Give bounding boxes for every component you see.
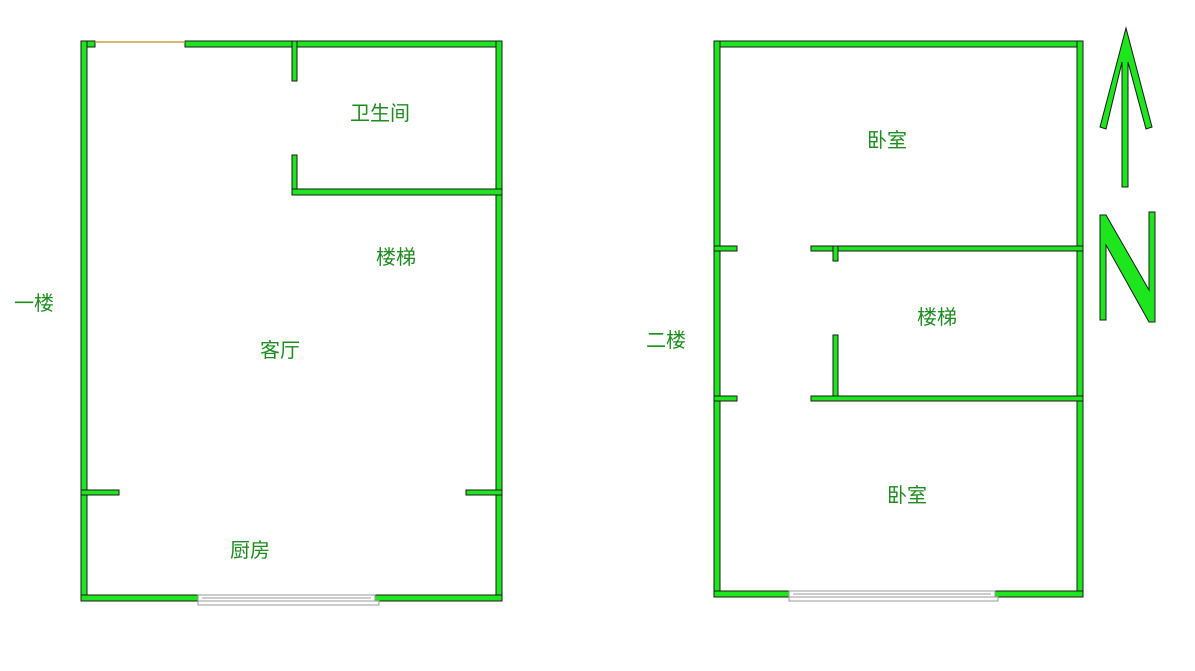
floor1-wall-right [495,40,503,602]
floor1-bathroom-wall-upper [291,40,298,82]
north-letter-icon [1099,211,1156,323]
floor1-plan: 一楼 卫生间 楼梯 客厅 厨房 [14,40,503,606]
floor1-label-living-room: 客厅 [260,338,300,362]
floor1-bathroom-wall-bottom [291,188,503,196]
floor1-label-kitchen: 厨房 [230,538,270,562]
floor1-wall-bottom-left [80,594,199,602]
floor2-window [788,590,999,602]
floor2-label-stairs: 楼梯 [917,305,957,329]
north-arrow-icon [1099,26,1156,323]
floor2-label-bedroom-north: 卧室 [867,128,907,152]
floor2-wall-bottom-right [994,590,1084,598]
floor2-plan: 二楼 卧室 楼梯 卧室 [646,40,1084,602]
floor1-kitchen-stub-right [465,489,503,496]
floor1-wall-top [184,40,503,48]
floor2-walls [713,40,1084,598]
floor2-stair-post-upper [832,245,839,262]
floor2-wall-lower-stub [713,395,738,402]
floor1-walls [80,40,503,602]
floor1-label-bathroom: 卫生间 [350,101,410,125]
floor2-wall-top [713,40,1084,48]
floor2-wall-right [1076,40,1084,598]
floor2-title: 二楼 [646,328,686,352]
floor1-label-stairs: 楼梯 [376,245,416,269]
floor2-stair-post-lower [832,334,839,402]
floor2-wall-bottom-left [713,590,790,598]
floor2-wall-left [713,40,721,598]
floor2-label-bedroom-south: 卧室 [887,483,927,507]
floor2-wall-lower [810,395,1084,402]
floor1-kitchen-stub-left [80,489,120,496]
floor2-wall-upper-stub [713,245,738,252]
floor2-wall-upper [810,245,1084,252]
floor1-window [197,594,380,606]
floor1-title: 一楼 [14,291,54,315]
floor1-wall-bottom-right [374,594,503,602]
floor1-wall-left [80,40,88,602]
